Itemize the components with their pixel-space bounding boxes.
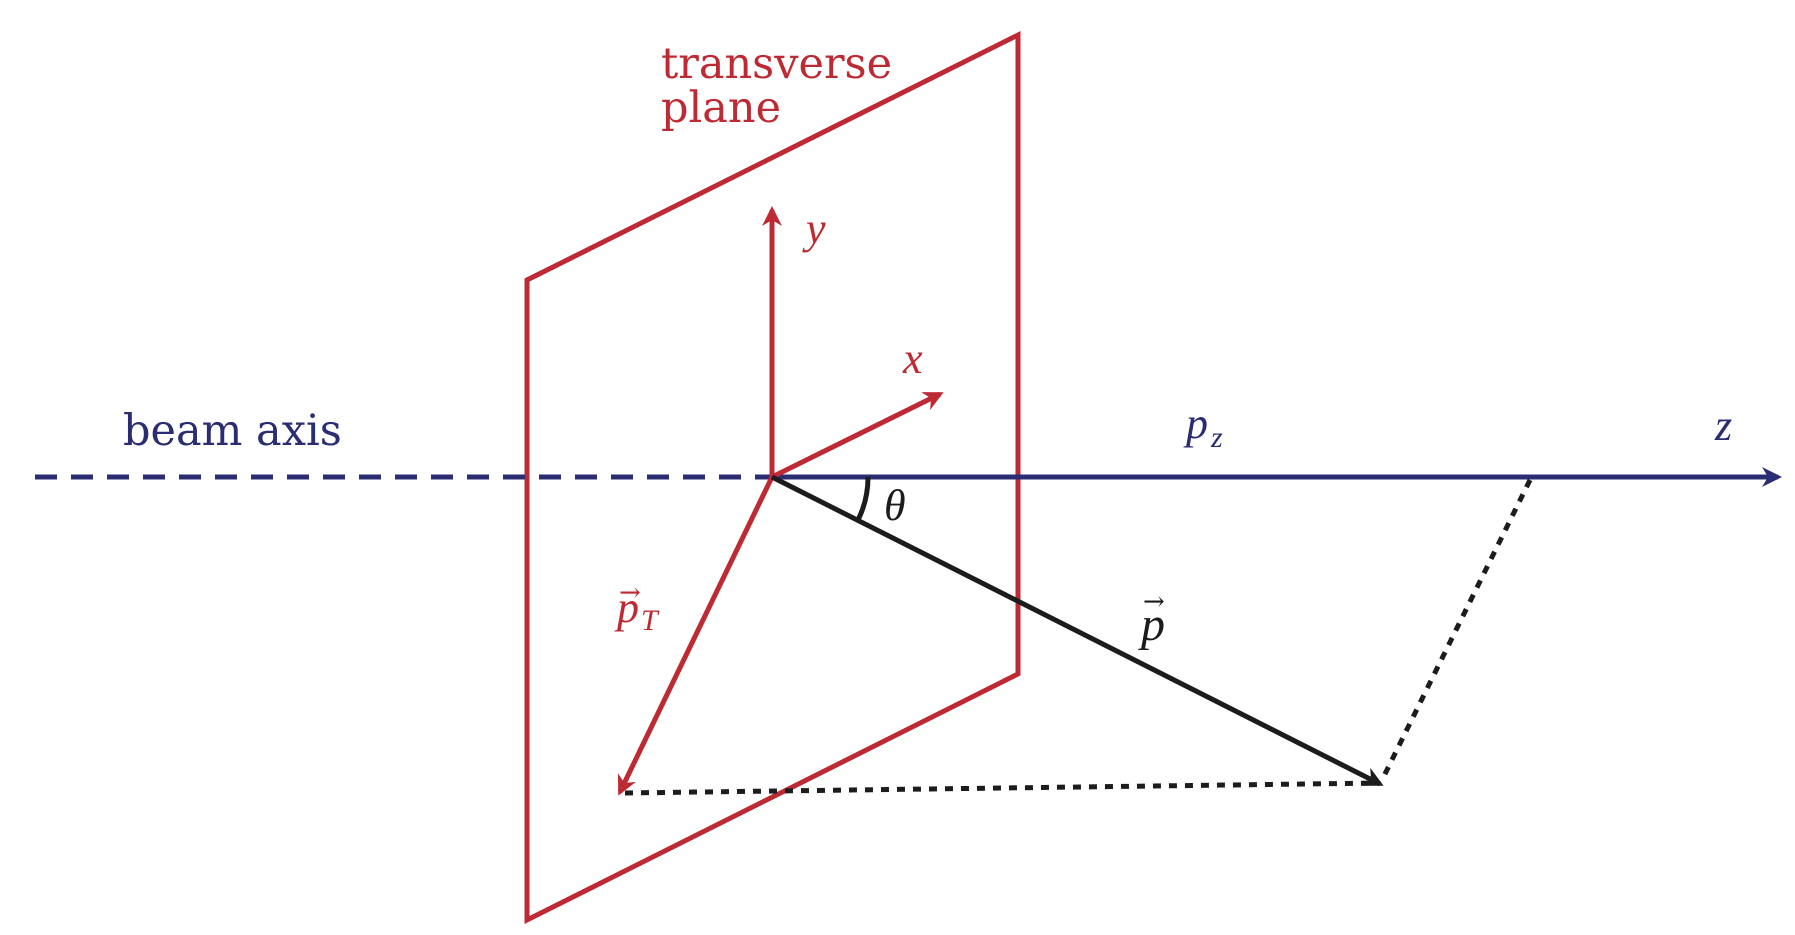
p-vector-arrow-accent: →	[1143, 587, 1165, 617]
p-vector-arrow	[770, 474, 1384, 787]
x-axis-label: x	[902, 334, 923, 383]
pz-label-base: p	[1183, 399, 1208, 448]
transverse-plane-label-line1: transverse	[661, 39, 892, 89]
pz-projection-dotted-line	[1380, 478, 1533, 780]
transverse-plane-label-line2: plane	[661, 83, 781, 133]
p-vector-label: → p	[1138, 587, 1165, 651]
pt-vector-arrow	[617, 475, 775, 796]
pt-vector-label-subscript: T	[641, 604, 660, 637]
pz-label-subscript: z	[1210, 421, 1223, 454]
pt-projection-dotted-line	[624, 780, 1381, 796]
pt-vector-label-base: p	[614, 583, 639, 632]
transverse-plane-outline	[524, 30, 1021, 925]
x-axis-arrow	[770, 391, 944, 480]
y-axis-label: y	[802, 204, 826, 253]
pz-label: p z	[1183, 399, 1223, 454]
theta-angle-arc	[855, 476, 871, 522]
pt-vector-label: → p T	[614, 578, 660, 637]
beam-axis-label: beam axis	[123, 406, 342, 456]
theta-label: θ	[884, 481, 906, 530]
z-axis-label: z	[1714, 401, 1732, 450]
p-vector-label-base: p	[1138, 598, 1165, 651]
pt-vector-arrow-accent: →	[619, 578, 641, 608]
